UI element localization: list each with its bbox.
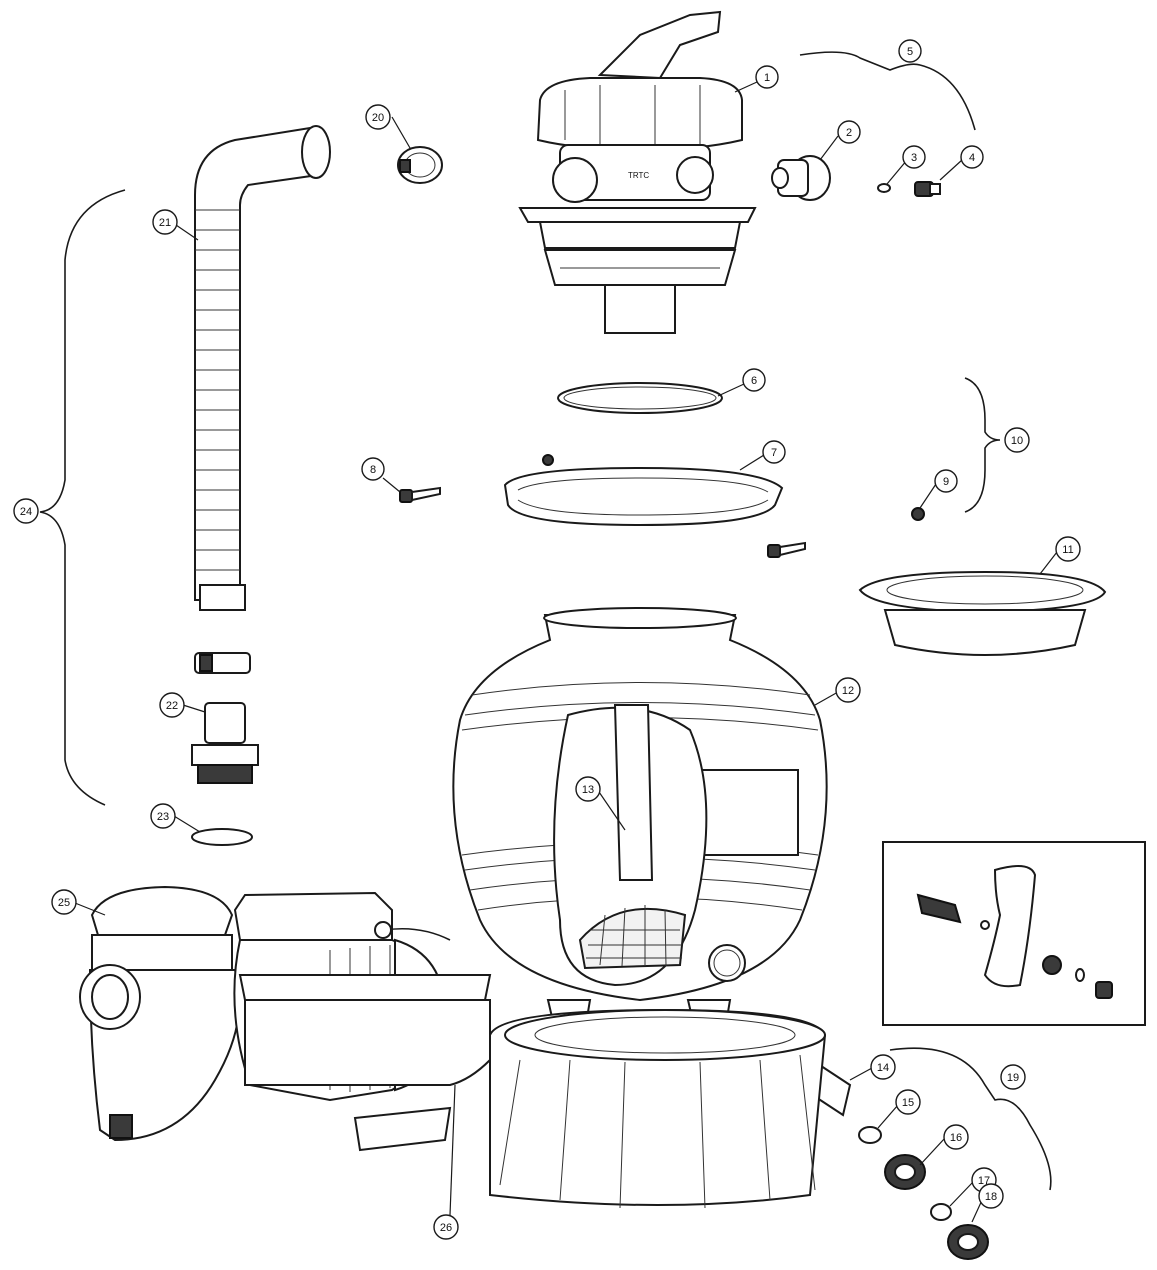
svg-text:23: 23 (157, 811, 169, 823)
callout-13: 13 (575, 776, 601, 802)
callout-7: 7 (762, 440, 786, 464)
callout-1: 1 (755, 65, 779, 89)
tank-o-ring (557, 382, 723, 414)
group-bracket-19 (889, 1047, 1052, 1191)
callout-23: 23 (150, 803, 176, 829)
group-bracket-5 (799, 51, 976, 131)
brand-marking: TRTC (628, 171, 649, 180)
drain-plug (914, 181, 941, 197)
standpipe-lateral-assembly (578, 704, 687, 970)
valve-fittings-inset (882, 841, 1146, 1026)
svg-text:7: 7 (771, 447, 777, 459)
multiport-valve: TRTC (518, 10, 757, 334)
group-bracket-24 (39, 189, 126, 806)
callout-3: 3 (902, 145, 926, 169)
hose-clamp (397, 146, 443, 184)
svg-text:26: 26 (440, 1222, 452, 1234)
svg-text:10: 10 (1011, 435, 1023, 447)
fitting-lock-nut (884, 1154, 926, 1190)
tank-clamp (503, 454, 784, 527)
svg-text:11: 11 (1062, 544, 1073, 556)
callout-8: 8 (361, 457, 385, 481)
svg-text:6: 6 (751, 375, 757, 387)
group-bracket-10 (964, 377, 1001, 513)
callout-6: 6 (742, 368, 766, 392)
callout-2: 2 (837, 120, 861, 144)
svg-text:25: 25 (58, 897, 70, 909)
callout-20: 20 (365, 104, 391, 130)
svg-text:18: 18 (985, 1191, 997, 1203)
fitting-cap-nut (947, 1224, 989, 1260)
clamp-nut (911, 507, 925, 521)
callout-4: 4 (960, 145, 984, 169)
svg-text:24: 24 (20, 506, 32, 518)
tank-flange (858, 570, 1107, 656)
svg-text:22: 22 (166, 700, 178, 712)
callout-18: 18 (978, 1183, 1004, 1209)
callout-9: 9 (934, 469, 958, 493)
svg-text:8: 8 (370, 464, 376, 476)
hose-adapter (191, 702, 259, 784)
callout-10: 10 (1004, 427, 1030, 453)
callout-5: 5 (898, 39, 922, 63)
adapter-washer (191, 828, 253, 846)
clamp-bolt-second (767, 541, 806, 558)
flexible-hose (194, 125, 331, 611)
clamp-bolt (399, 486, 441, 503)
leader-lines (74, 81, 1058, 1223)
callout-12: 12 (835, 677, 861, 703)
svg-text:2: 2 (846, 127, 852, 139)
callout-11: 11 (1055, 536, 1081, 562)
svg-text:20: 20 (372, 112, 384, 124)
small-o-ring (877, 183, 891, 193)
callout-26: 26 (433, 1214, 459, 1240)
svg-text:9: 9 (943, 476, 949, 488)
svg-text:15: 15 (902, 1097, 914, 1109)
svg-text:1: 1 (764, 72, 770, 84)
svg-text:4: 4 (969, 152, 975, 164)
callout-14: 14 (870, 1054, 896, 1080)
callout-19: 19 (1000, 1064, 1026, 1090)
svg-text:14: 14 (877, 1062, 889, 1074)
fitting-washer (930, 1203, 952, 1221)
svg-text:13: 13 (582, 784, 594, 796)
callout-25: 25 (51, 889, 77, 915)
svg-text:3: 3 (911, 152, 917, 164)
pressure-gauge-cap (771, 155, 831, 201)
callout-16: 16 (943, 1124, 969, 1150)
pump-base (238, 974, 827, 1209)
hose-clamp-lower (194, 652, 251, 674)
callout-22: 22 (159, 692, 185, 718)
svg-text:19: 19 (1007, 1072, 1019, 1084)
callout-21: 21 (152, 209, 178, 235)
svg-text:5: 5 (907, 46, 913, 58)
svg-text:21: 21 (159, 217, 171, 229)
callout-15: 15 (895, 1089, 921, 1115)
fitting-o-ring (858, 1126, 882, 1144)
svg-text:16: 16 (950, 1132, 962, 1144)
callout-24: 24 (13, 498, 39, 524)
svg-text:12: 12 (842, 685, 854, 697)
